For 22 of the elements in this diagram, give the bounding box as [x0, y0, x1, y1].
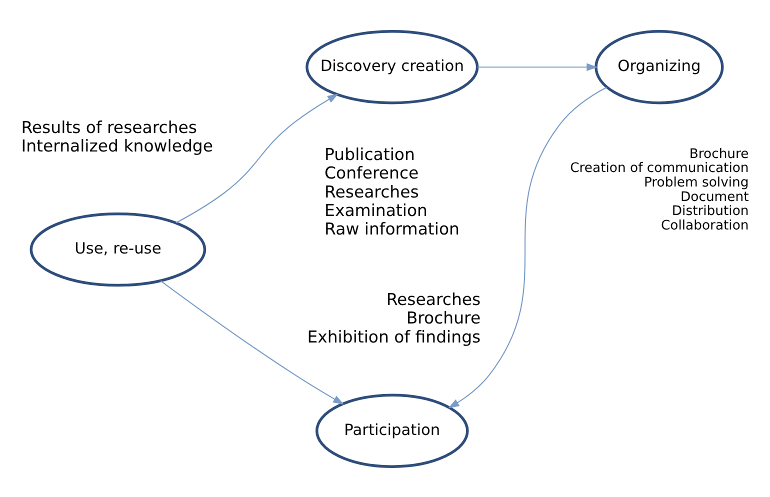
arrow: [176, 93, 338, 223]
arrow: [477, 62, 598, 70]
node-label: Researches: [324, 182, 419, 201]
label: Document: [680, 189, 749, 204]
label: Problem solving: [644, 174, 749, 190]
node-label: Internalized knowledge: [21, 136, 214, 156]
label: Collaboration: [660, 218, 749, 233]
node-ellipse: Use, re-use: [30, 212, 206, 286]
node-label: Researches: [386, 290, 481, 309]
node-label: Conference: [324, 163, 419, 182]
node-label: Brochure: [406, 308, 481, 328]
node-label: Examination: [324, 200, 428, 220]
node-label: Results of researches: [21, 118, 198, 137]
arrow: [448, 86, 607, 408]
label: Creation of communication: [570, 160, 749, 176]
arrow: [160, 280, 344, 404]
label: Brochure: [689, 146, 749, 162]
node-label: Exhibition of findings: [307, 326, 481, 346]
node-label: Raw information: [324, 219, 460, 238]
node-ellipse: Organizing: [594, 30, 724, 104]
label: Distribution: [672, 204, 749, 219]
node-label: Publication: [324, 144, 415, 164]
